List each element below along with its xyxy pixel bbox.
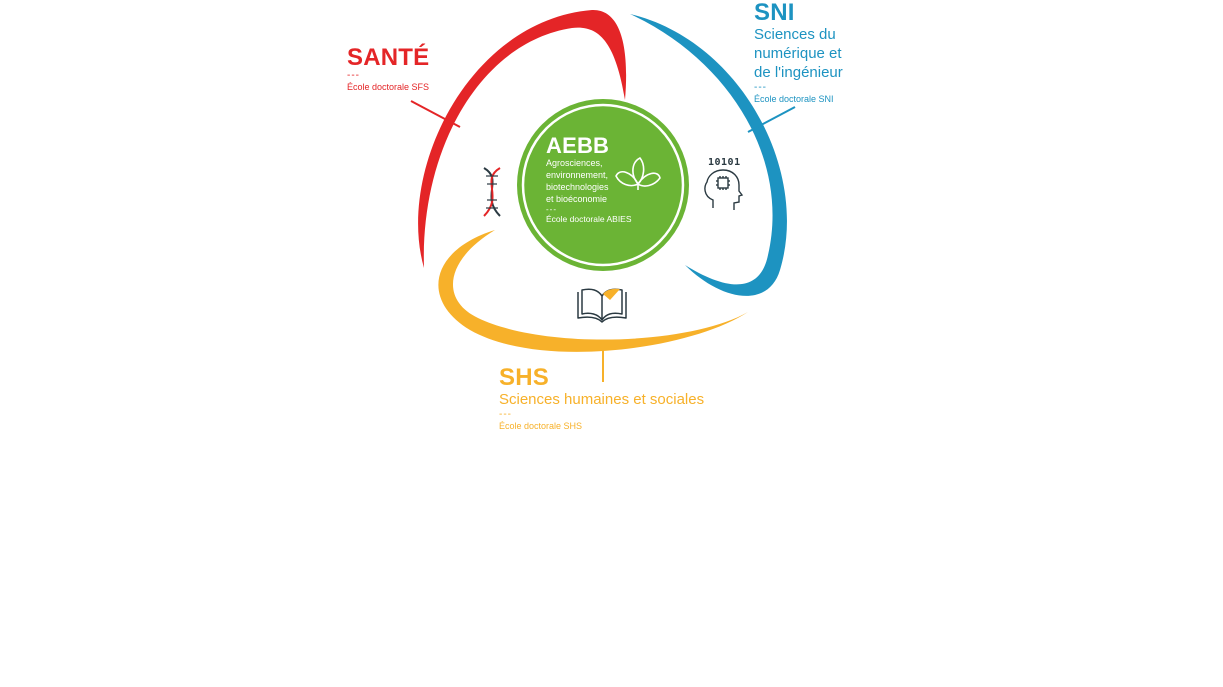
shs-arc [438,230,748,352]
sni-label: SNI Sciences du numérique et de l'ingéni… [754,0,864,105]
shs-label: SHS Sciences humaines et sociales --- Éc… [499,365,704,432]
aebb-title: AEBB [546,133,610,158]
aebb-subtitle-line-2: environnement, [546,170,609,181]
sni-subtitle-line-1: Sciences du [754,26,836,44]
aebb-school: École doctorale ABIES [546,214,632,225]
aebb-outer-ring [517,99,689,271]
aebb-separator: --- [546,205,557,215]
shs-title: SHS [499,364,549,391]
sante-label: SANTÉ --- École doctorale SFS [347,45,429,93]
aebb-label: AEBB Agrosciences, environnement, biotec… [546,133,632,225]
open-book-icon [577,288,627,323]
brain-chip-icon [704,169,744,210]
sni-title: SNI [754,0,795,26]
sni-connector [747,106,796,133]
sante-school: École doctorale SFS [347,82,430,93]
shs-subtitle: Sciences humaines et sociales [499,391,705,409]
sni-separator: --- [754,82,767,94]
leaf-icon [615,157,661,190]
sante-connector [410,100,461,128]
sante-arc [418,9,627,268]
aebb-subtitle-line-3: biotechnologies [546,182,609,193]
aebb-subtitle-line-1: Agrosciences, [546,158,603,169]
shs-separator: --- [499,409,512,421]
sante-title: SANTÉ [347,44,430,71]
sante-separator: --- [347,70,360,82]
binary-digits-text: 10101 [708,157,741,168]
sni-arc [630,14,787,296]
aebb-subtitle-line-4: et bioéconomie [546,194,608,205]
sni-subtitle-line-3: de l'ingénieur [754,64,843,82]
sni-school: École doctorale SNI [754,94,834,105]
shs-school: École doctorale SHS [499,421,583,432]
aebb-white-ring [521,103,685,267]
dna-icon [483,167,501,217]
sni-subtitle-line-2: numérique et [754,45,842,63]
